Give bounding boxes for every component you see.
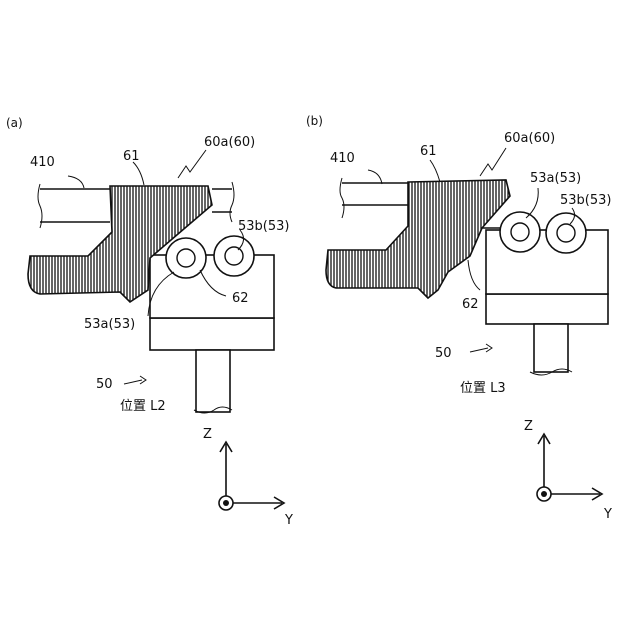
roller-53a xyxy=(500,212,540,252)
label-62: 62 xyxy=(462,297,479,312)
base-block-50 xyxy=(150,318,274,413)
panel-a: (a) xyxy=(6,116,293,528)
label-53a: 53a(53) xyxy=(530,171,581,186)
label-50: 50 xyxy=(435,346,452,361)
label-61: 61 xyxy=(123,149,140,164)
label-53a: 53a(53) xyxy=(84,317,135,332)
axis-y-label: Y xyxy=(284,513,293,528)
axis-z-label: Z xyxy=(203,427,212,442)
label-53b: 53b(53) xyxy=(238,219,289,234)
roller-53b xyxy=(214,236,254,276)
panel-b: (b) xyxy=(306,114,612,522)
label-position-l3: 位置 L3 xyxy=(460,381,506,396)
label-50: 50 xyxy=(96,377,113,392)
axes-b: Z Y xyxy=(524,419,612,522)
label-410: 410 xyxy=(330,151,355,166)
axes-a: Z Y xyxy=(203,427,293,528)
label-62: 62 xyxy=(232,291,249,306)
roller-53a xyxy=(166,238,206,278)
label-61: 61 xyxy=(420,144,437,159)
rod-410 xyxy=(340,178,408,218)
label-60a: 60a(60) xyxy=(204,135,255,150)
axis-y-label: Y xyxy=(603,507,612,522)
panel-b-tag: (b) xyxy=(306,114,323,128)
label-position-l2: 位置 L2 xyxy=(120,399,166,414)
label-410: 410 xyxy=(30,155,55,170)
label-53b: 53b(53) xyxy=(560,193,611,208)
panel-a-tag: (a) xyxy=(6,116,23,130)
lever-60a xyxy=(326,180,510,298)
roller-53b xyxy=(546,213,586,253)
axis-z-label: Z xyxy=(524,419,533,434)
label-60a: 60a(60) xyxy=(504,131,555,146)
base-block-50 xyxy=(486,294,608,375)
